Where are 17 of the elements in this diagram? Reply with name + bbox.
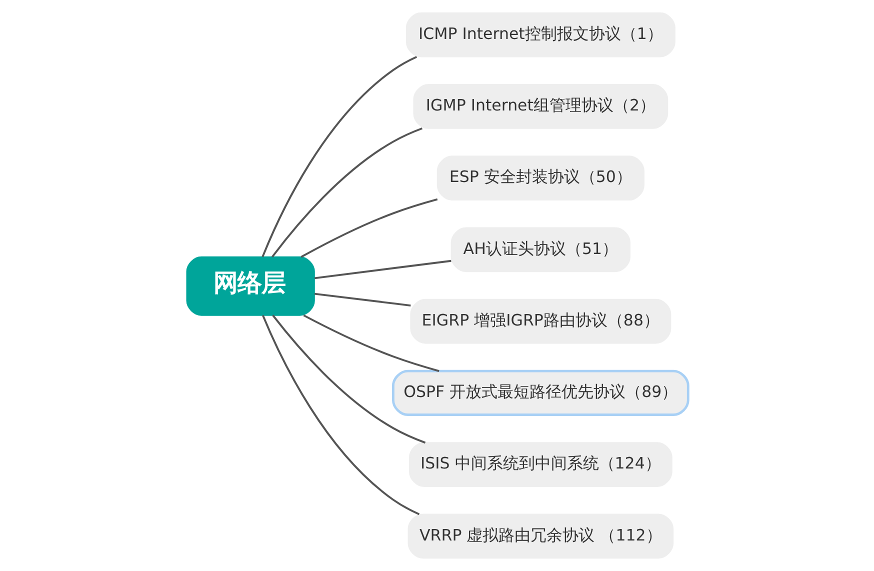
connector: [270, 127, 422, 258]
connector: [300, 198, 438, 258]
node-box: 网络层: [186, 256, 314, 316]
connector: [262, 314, 420, 516]
connector: [272, 314, 426, 444]
node-box: ICMP Internet控制报文协议（1）: [405, 12, 675, 58]
connector: [261, 56, 417, 258]
node-box: AH认证头协议（51）: [450, 227, 630, 272]
connector: [302, 314, 439, 372]
node-box: ESP 安全封装协议（50）: [436, 156, 644, 201]
node-box: IGMP Internet组管理协议（2）: [412, 84, 668, 129]
node-box: VRRP 虚拟路由冗余协议 （112）: [407, 514, 674, 559]
connector: [314, 260, 451, 280]
node-box: EIGRP 增强IGRP路由协议（88）: [410, 298, 671, 344]
node-box: ISIS 中间系统到中间系统（124）: [408, 442, 672, 487]
connector: [314, 292, 410, 307]
node-box: OSPF 开放式最短路径优先协议（89）: [391, 370, 689, 416]
